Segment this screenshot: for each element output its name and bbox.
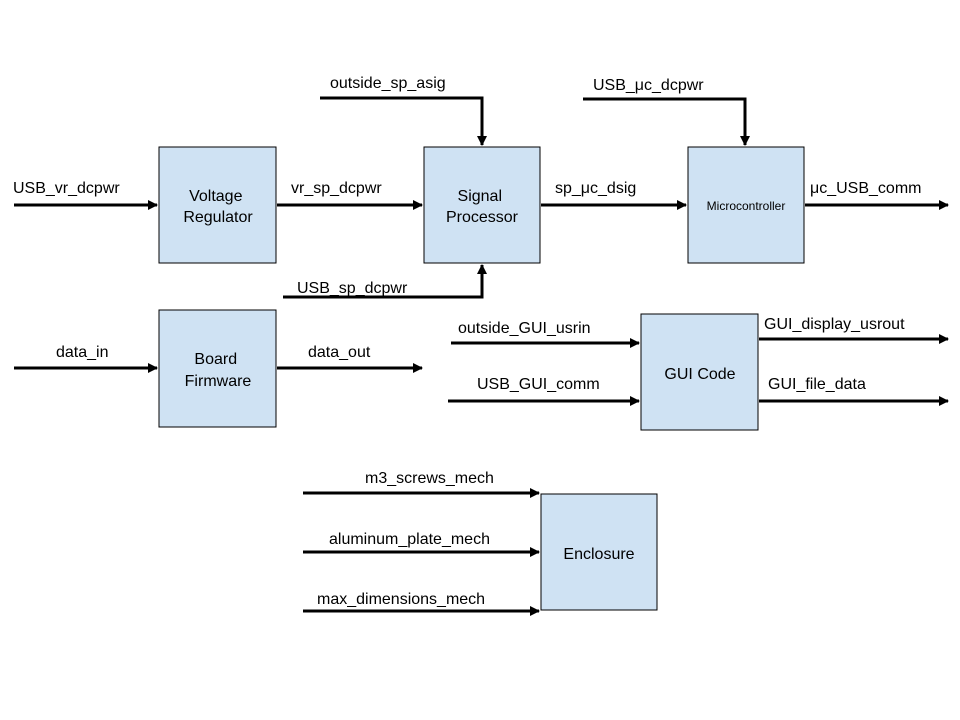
label-m3-screws-mech: m3_screws_mech [365,470,494,487]
gui-code-block: GUI Code [640,313,759,431]
signal-processor-label-line2: Processor [446,209,519,226]
microcontroller-label: Microcontroller [707,199,786,213]
label-usb-vr-dcpwr: USB_vr_dcpwr [13,180,120,197]
label-usb-gui-comm: USB_GUI_comm [477,376,600,393]
voltage-regulator-block: Voltage Regulator [158,146,277,264]
label-aluminum-plate-mech: aluminum_plate_mech [329,531,490,548]
gui-code-label: GUI Code [664,366,735,383]
arrow-outside-sp-asig [320,96,487,146]
svg-text:Voltage Regulator: Voltage Regulator [183,188,253,226]
label-sp-uc-dsig: sp_μc_dsig [555,180,636,197]
label-uc-usb-comm: μc_USB_comm [810,180,921,197]
arrow-usb-sp-dcpwr [283,264,487,299]
gui-code-box [640,313,759,431]
connections [14,96,949,616]
label-vr-sp-dcpwr: vr_sp_dcpwr [291,180,382,197]
microcontroller-box [687,146,805,264]
board-firmware-label-line2: Firmware [185,373,252,390]
svg-text:Board Firmware: Board Firmware [185,351,252,390]
label-outside-gui-usrin: outside_GUI_usrin [458,320,591,337]
voltage-regulator-box [158,146,277,264]
label-usb-uc-dcpwr: USB_μc_dcpwr [593,77,704,94]
voltage-regulator-label-line2: Regulator [183,209,253,226]
enclosure-label: Enclosure [563,546,634,563]
board-firmware-box [158,309,277,428]
board-firmware-block: Board Firmware [158,309,277,428]
label-data-in: data_in [56,344,109,361]
board-firmware-label-line1: Board [194,351,237,368]
signal-processor-box [423,146,541,264]
label-gui-display-usrout: GUI_display_usrout [764,316,905,333]
enclosure-box [540,493,658,611]
svg-text:GUI Code: GUI Code [664,366,735,383]
label-outside-sp-asig: outside_sp_asig [330,75,446,92]
label-max-dimensions-mech: max_dimensions_mech [317,591,485,608]
voltage-regulator-label-line1: Voltage [189,188,242,205]
svg-text:Microcontroller: Microcontroller [707,199,786,213]
label-usb-sp-dcpwr: USB_sp_dcpwr [297,280,408,297]
microcontroller-block: Microcontroller [687,146,805,264]
signal-processor-label-line1: Signal [458,188,502,205]
svg-text:Enclosure: Enclosure [563,546,634,563]
label-gui-file-data: GUI_file_data [768,376,866,393]
svg-text:Signal Processor: Signal Processor [446,188,519,226]
arrow-usb-uc-dcpwr [583,97,750,146]
signal-processor-block: Signal Processor [423,146,541,264]
enclosure-block: Enclosure [540,493,658,611]
label-data-out: data_out [308,344,371,361]
